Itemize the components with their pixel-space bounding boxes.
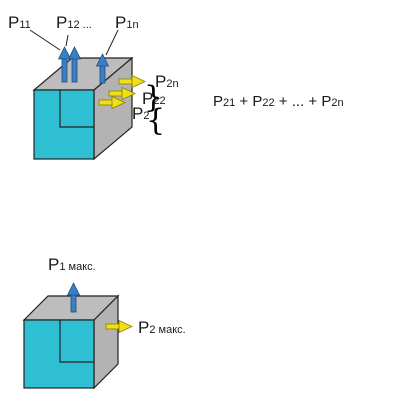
label-p2-max: P2 макс. — [138, 318, 186, 337]
label-p11: P11 — [8, 13, 31, 32]
label-p1-max: P1 макс. — [48, 255, 96, 274]
top-cube-front-face — [34, 90, 94, 159]
bottom-cube-front-face — [24, 320, 94, 388]
label-p1n: P1n — [115, 13, 139, 32]
top-cube — [34, 58, 132, 159]
label-p2n: P2n — [155, 72, 179, 91]
sum-formula: P21 + P22 + ... + P2n — [213, 93, 344, 110]
label-p12: P12 ... — [56, 13, 92, 32]
